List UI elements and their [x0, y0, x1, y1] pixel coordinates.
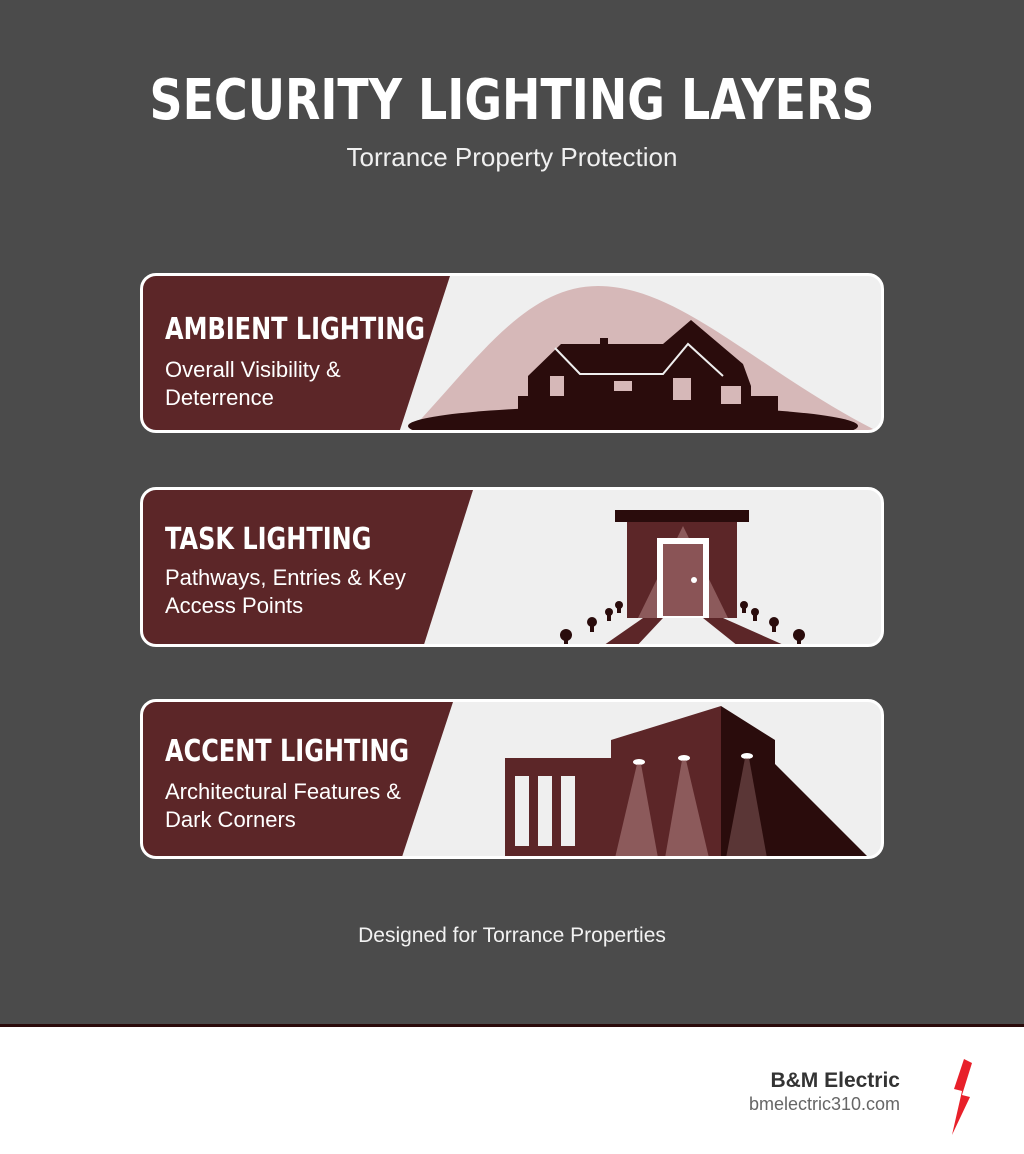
layer-heading: AMBIENT LIGHTING — [165, 312, 425, 347]
layer-card-accent: ACCENT LIGHTING Architectural Features &… — [140, 699, 884, 859]
layer-heading: TASK LIGHTING — [165, 522, 372, 557]
card-band-shape — [143, 490, 473, 644]
footnote: Designed for Torrance Properties — [358, 924, 666, 947]
layer-heading: ACCENT LIGHTING — [165, 734, 410, 769]
lightning-bolt-icon — [952, 1059, 972, 1135]
page-title: SECURITY LIGHTING LAYERS — [149, 68, 875, 133]
layer-description: Pathways, Entries & Key Access Points — [165, 565, 406, 618]
layer-card-ambient: AMBIENT LIGHTING Overall Visibility & De… — [140, 273, 884, 433]
brand-url[interactable]: bmelectric310.com — [748, 1094, 900, 1114]
doorway-with-path-lights-icon — [560, 510, 805, 644]
layer-card-task: TASK LIGHTING Pathways, Entries & Key Ac… — [140, 487, 884, 647]
house-with-light-dome-icon — [408, 286, 876, 430]
footer: B&M Electric bmelectric310.com — [0, 1024, 1024, 1154]
card-band-shape — [143, 702, 453, 856]
brand-block: B&M Electric bmelectric310.com — [749, 1069, 900, 1115]
layer-description: Architectural Features & Dark Corners — [165, 779, 401, 832]
card-band-shape — [143, 276, 450, 430]
layer-description: Overall Visibility & Deterrence — [165, 357, 341, 410]
brand-name: B&M Electric — [770, 1069, 900, 1092]
infographic-poster: SECURITY LIGHTING LAYERS Torrance Proper… — [140, 68, 884, 947]
page-subtitle: Torrance Property Protection — [346, 142, 678, 172]
building-with-spotlights-icon — [505, 706, 867, 856]
